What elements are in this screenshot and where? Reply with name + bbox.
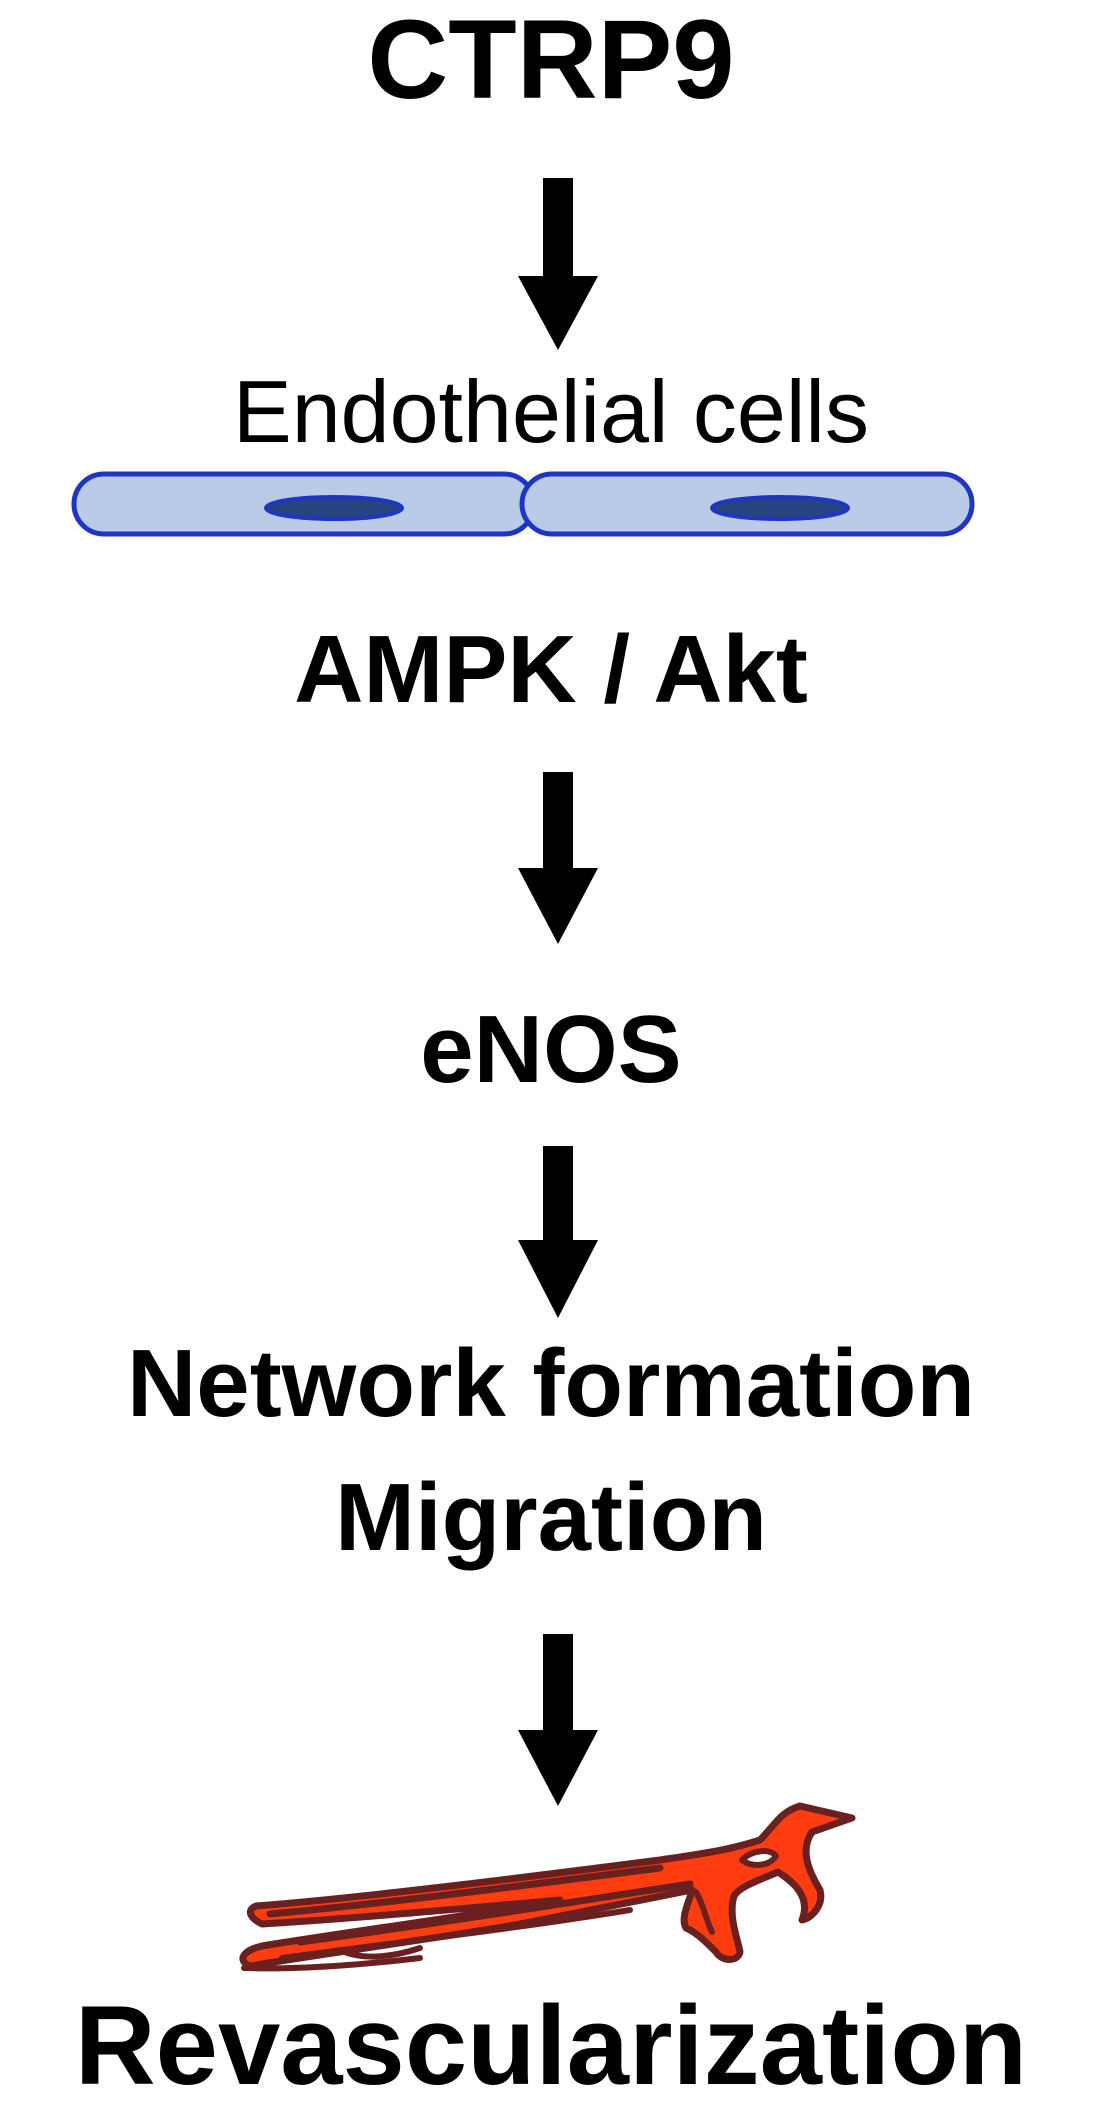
nucleus-right xyxy=(710,495,850,521)
endothelial-cells-illustration xyxy=(71,471,975,537)
node-ctrp9: CTRP9 xyxy=(367,0,735,122)
vessel-branch-3 xyxy=(296,1880,694,1946)
arrow-down-4 xyxy=(518,1634,598,1806)
arrow-down-3 xyxy=(518,1146,598,1318)
vessel-branch-4 xyxy=(279,1907,633,1961)
node-endothelial-cells: Endothelial cells xyxy=(233,362,869,461)
vessel-branch-7 xyxy=(693,1889,715,1935)
node-revascularization: Revascularization xyxy=(74,1983,1028,2108)
arrow-down-2 xyxy=(518,772,598,944)
node-network-formation: Network formation xyxy=(126,1330,976,1437)
nucleus-left xyxy=(264,495,404,521)
vessel-branch-2 xyxy=(266,1864,664,1918)
arrow-down-1 xyxy=(518,178,598,350)
vessel-loop-1 xyxy=(739,1848,779,1868)
vessel-branch-5 xyxy=(337,1945,423,1960)
blood-vessel-illustration xyxy=(239,1802,856,1972)
node-ampk-akt: AMPK / Akt xyxy=(294,616,808,723)
node-migration: Migration xyxy=(335,1464,767,1571)
vessel-main-branch xyxy=(239,1802,856,1970)
node-enos: eNOS xyxy=(420,996,682,1103)
vessel-branch-6 xyxy=(241,1955,423,1972)
